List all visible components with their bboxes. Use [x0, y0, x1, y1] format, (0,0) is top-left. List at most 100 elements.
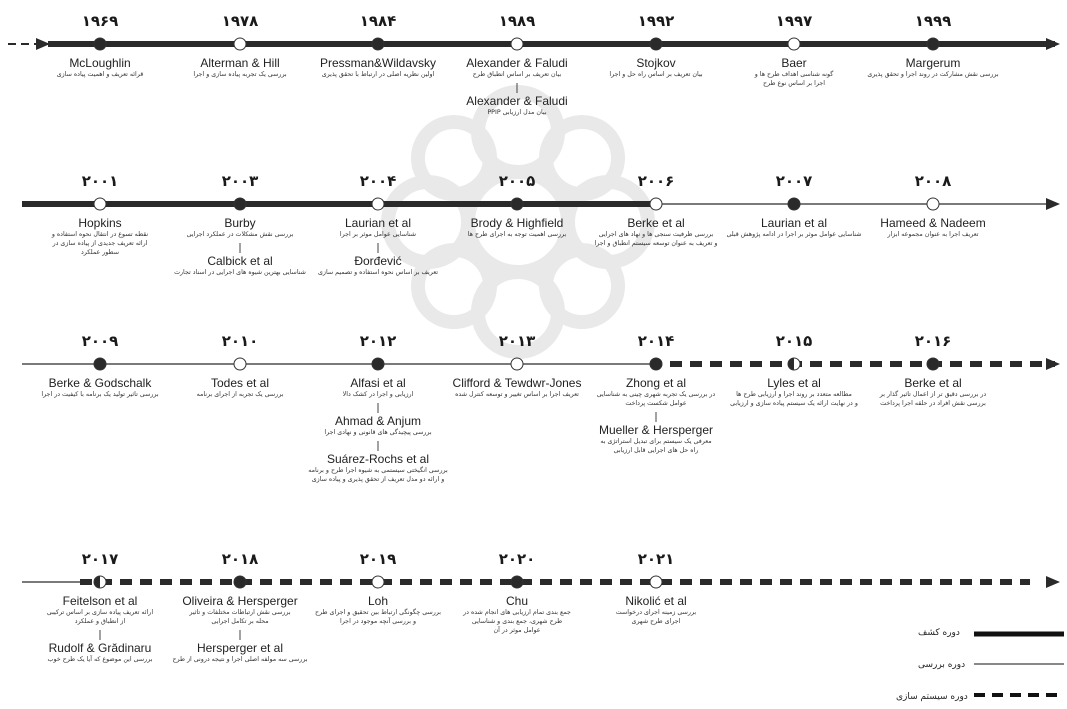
year-label: ۱۹۹۹ — [914, 12, 952, 30]
author-name: Alfasi et al — [350, 376, 406, 390]
entry-description: گونه شناسی اهداف طرح ها و — [754, 71, 834, 78]
timeline-row-1-arrow-2 — [1046, 38, 1060, 50]
year-label: ۲۰۰۴ — [359, 172, 397, 190]
timeline-row-1-arrow-1 — [36, 38, 50, 50]
entry-description: تعریف بر اساس نحوه استفاده و تصمیم سازی — [317, 269, 439, 276]
entry-description: طرح شهری، جمع بندی و شناسایی — [471, 618, 563, 625]
author-name: Chu — [505, 594, 528, 608]
connector-line — [239, 630, 241, 640]
entry-description: ارزیابی و اجرا در کشک دالا — [342, 391, 414, 398]
year-label: ۲۰۱۰ — [221, 332, 259, 350]
entry-description: در بررسی یک تجربه شهری چینی به شناسایی — [596, 391, 716, 398]
author-name: Brody & Highfield — [470, 216, 564, 230]
year-label: ۲۰۰۷ — [775, 172, 813, 190]
author-name: Oliveira & Hersperger — [182, 594, 298, 608]
author-name: Suárez-Rochs et al — [326, 452, 430, 466]
year-label: ۲۰۲۰ — [498, 550, 536, 568]
legend-swatches — [974, 631, 1064, 697]
timeline-node — [510, 575, 524, 589]
entry-description: قرائه تعریف و اهمیت پیاده سازی — [56, 71, 144, 78]
author-name: Mueller & Hersperger — [598, 423, 714, 437]
timeline-node — [649, 37, 663, 51]
author-name: Margerum — [905, 56, 961, 70]
timeline-row-4-arrow-1 — [1046, 576, 1060, 588]
entry-description: بررسی نقش مشکلات در عملکرد اجرایی — [186, 231, 294, 238]
year-label: ۲۰۰۶ — [637, 172, 675, 190]
author-name: Rudolf & Grădinaru — [48, 641, 152, 655]
timeline-node — [926, 37, 940, 51]
author-name: Hameed & Nadeem — [880, 216, 986, 230]
timeline-node — [233, 37, 247, 51]
timeline-node — [371, 575, 385, 589]
timeline-node — [649, 197, 663, 211]
timeline-node — [371, 37, 385, 51]
author-name: Alexander & Faludi — [466, 94, 568, 108]
entry-description: جمع بندی تمام ارزیابی های انجام شده در — [463, 609, 571, 616]
timeline-node — [787, 357, 801, 371]
author-name: Berke et al — [904, 376, 962, 390]
entry-description: اجرای طرح شهری — [631, 618, 681, 625]
timeline-node — [93, 575, 107, 589]
author-name: Ahmad & Anjum — [334, 414, 422, 428]
author-name: Pressman&Wildavsky — [319, 56, 437, 70]
timeline-node — [233, 357, 247, 371]
legend-label-review: دوره بررسی — [918, 660, 966, 670]
entry-description: بررسی نقش مشارکت در روند اجرا و تحقق پذی… — [867, 71, 999, 78]
author-name: Loh — [367, 594, 389, 608]
year-label: ۲۰۱۴ — [637, 332, 675, 350]
year-label: ۱۹۹۷ — [775, 12, 813, 30]
connector-line — [377, 441, 379, 451]
year-label: ۲۰۱۲ — [359, 332, 397, 350]
entry-description: و ارائه دو مدل تعریف از تحقق پذیری و پیا… — [311, 476, 445, 483]
entry-description: بررسی انگیختی سیستمی به شیوه اجرا طرح و … — [308, 467, 448, 474]
timeline-node — [510, 357, 524, 371]
author-name: Lyles et al — [767, 376, 821, 390]
author-name: McLoughlin — [69, 56, 131, 70]
year-label: ۲۰۱۶ — [914, 332, 952, 350]
timeline-node — [926, 197, 940, 211]
author-name: Alexander & Faludi — [466, 56, 568, 70]
timeline-node — [371, 357, 385, 371]
timeline-node — [93, 357, 107, 371]
year-label: ۲۰۱۷ — [81, 550, 119, 568]
entry-description: بیان تعریف بر اساس راه حل و اجرا — [609, 71, 703, 78]
entry-description: و در نهایت ارائه یک سیستم پیاده سازی و ا… — [730, 400, 858, 407]
author-name: Stojkov — [636, 56, 676, 70]
entry-description: بررسی نقش افراد در حلقه اجرا پرداخت — [880, 400, 986, 407]
author-name: Nikolić et al — [625, 594, 687, 608]
entry-description: تعریف اجرا بر اساس تغییر و توسعه کنترل ش… — [455, 391, 579, 398]
entry-description: بررسی نقش ارتباطات مختلفات و تاثیر — [189, 609, 291, 616]
connector-line — [99, 630, 101, 640]
entry-description: نقطه تسوع در انتقال نحوه استفاده و — [51, 231, 149, 238]
entry-description: در بررسی دقیق تر از اعمال تاثیر گذار بر — [879, 391, 987, 398]
author-name: Hopkins — [78, 216, 122, 230]
timeline-node — [93, 197, 107, 211]
timeline-node — [926, 357, 940, 371]
author-name: Feitelson et al — [62, 594, 138, 608]
author-name: Berke & Godschalk — [48, 376, 152, 390]
entry-description: عوامل موثر در آن — [493, 627, 541, 634]
year-label: ۲۰۰۸ — [914, 172, 952, 190]
year-label: ۲۰۲۱ — [637, 550, 675, 568]
entry-description: بررسی یک تجربه پیاده سازی و اجرا — [193, 71, 287, 78]
timeline-node — [649, 357, 663, 371]
